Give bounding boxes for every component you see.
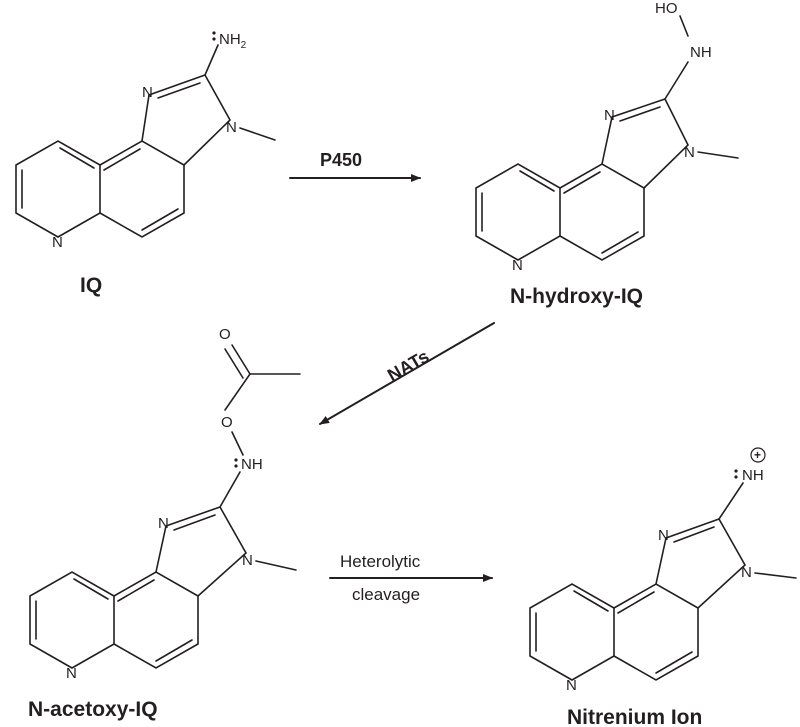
iq-structure [15,44,276,238]
n-acetoxy-iq-label: N-acetoxy-IQ [28,698,158,721]
iq-ring-n: N [52,234,63,251]
nats-arrow [319,322,495,425]
cleavage-label-line1: Heterolytic [340,552,421,571]
n-hydroxy-iq-label: N-hydroxy-IQ [510,285,643,308]
nhyd-imidazole-n3: N [684,144,695,161]
nit-imidazole-n3: N [741,564,752,581]
nhyd-amine: NH [690,44,712,61]
iq-imidazole-n3: N [226,119,237,136]
nhyd-ring-n: N [512,257,523,274]
cleavage-label-line2: cleavage [352,585,420,604]
nit-imidazole-n1: N [658,527,669,544]
nats-label: NATs [384,346,432,385]
iq-imidazole-n1: N [142,84,153,101]
nitrenium-label: Nitrenium Ion [567,706,702,727]
nitrenium-structure [529,447,797,681]
nhyd-hydroxy: HO [655,0,678,17]
nit-amine: NH [742,467,764,484]
nacet-imidazole-n1: N [158,515,169,532]
nit-ring-n: N [566,677,577,694]
nacet-ester-o: O [221,414,233,431]
nacet-amine: NH [241,456,263,473]
nacet-ring-n: N [66,665,77,682]
p450-label: P450 [320,150,362,170]
n-acetoxy-iq-structure [29,344,301,669]
iq-amine: NH2 [219,31,247,51]
nacet-imidazole-n3: N [242,552,253,569]
nit-plus-charge: + [754,448,761,462]
nacet-carbonyl-o: O [219,326,231,343]
n-hydroxy-iq-structure [475,15,739,261]
nhyd-imidazole-n1: N [604,107,615,124]
iq-label: IQ [80,274,102,297]
